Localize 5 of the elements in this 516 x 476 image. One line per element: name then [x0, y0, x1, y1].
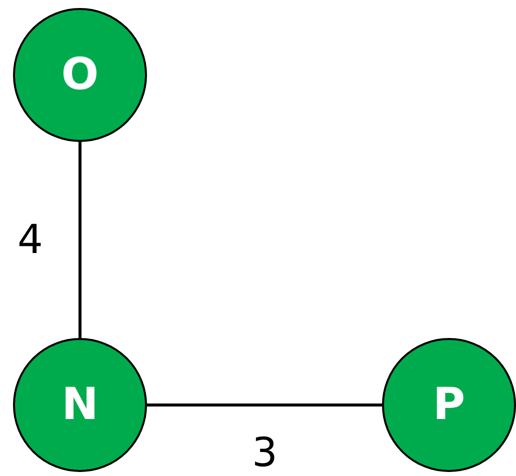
connector-line — [147, 404, 382, 406]
node-label: P — [432, 383, 466, 427]
node-label: O — [61, 53, 99, 97]
node-label: N — [62, 383, 98, 427]
connector-line — [78, 142, 82, 338]
